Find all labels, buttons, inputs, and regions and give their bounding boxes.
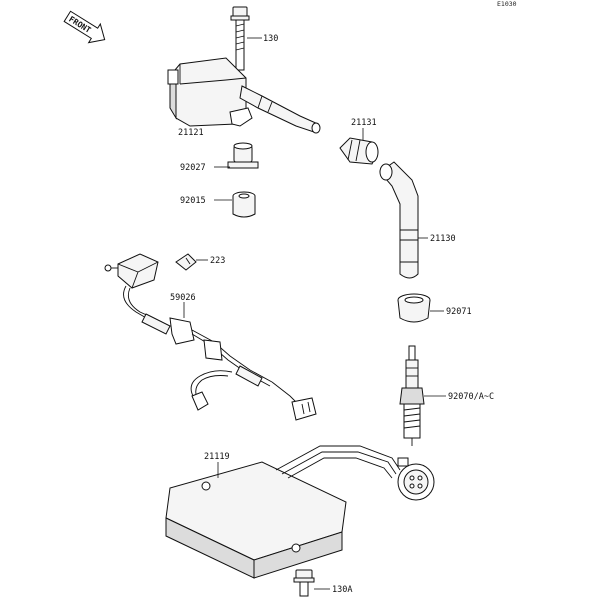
- plug-cap-part: [379, 161, 419, 279]
- bolt-130-part: [230, 6, 250, 71]
- ignition-coil-part: [167, 57, 321, 134]
- callout-21119: 21119: [204, 452, 230, 462]
- callout-223: 223: [210, 256, 225, 266]
- collar-92027-part: [227, 142, 259, 169]
- bolt-130a-part: [293, 569, 315, 597]
- callout-21131: 21131: [351, 118, 377, 128]
- collar-92015-part: [232, 191, 256, 218]
- callout-92070: 92070/A~C: [448, 392, 494, 402]
- harness-part: [104, 253, 317, 421]
- seal-92071-part: [397, 293, 431, 323]
- callout-130A: 130A: [332, 585, 352, 595]
- spark-plug-part: [399, 345, 425, 446]
- callout-59026: 59026: [170, 293, 196, 303]
- igniter-unit-part: [165, 445, 435, 579]
- diagram-code: E1030: [497, 0, 517, 8]
- callout-21121: 21121: [178, 128, 204, 138]
- connector-223-part: [175, 253, 197, 271]
- callout-92071: 92071: [446, 307, 472, 317]
- callout-130: 130: [263, 34, 278, 44]
- cap-adapter-part: [339, 137, 379, 165]
- callout-92015: 92015: [180, 196, 206, 206]
- front-arrow-icon: FRONT: [63, 10, 106, 44]
- callout-92027: 92027: [180, 163, 206, 173]
- callout-21130: 21130: [430, 234, 456, 244]
